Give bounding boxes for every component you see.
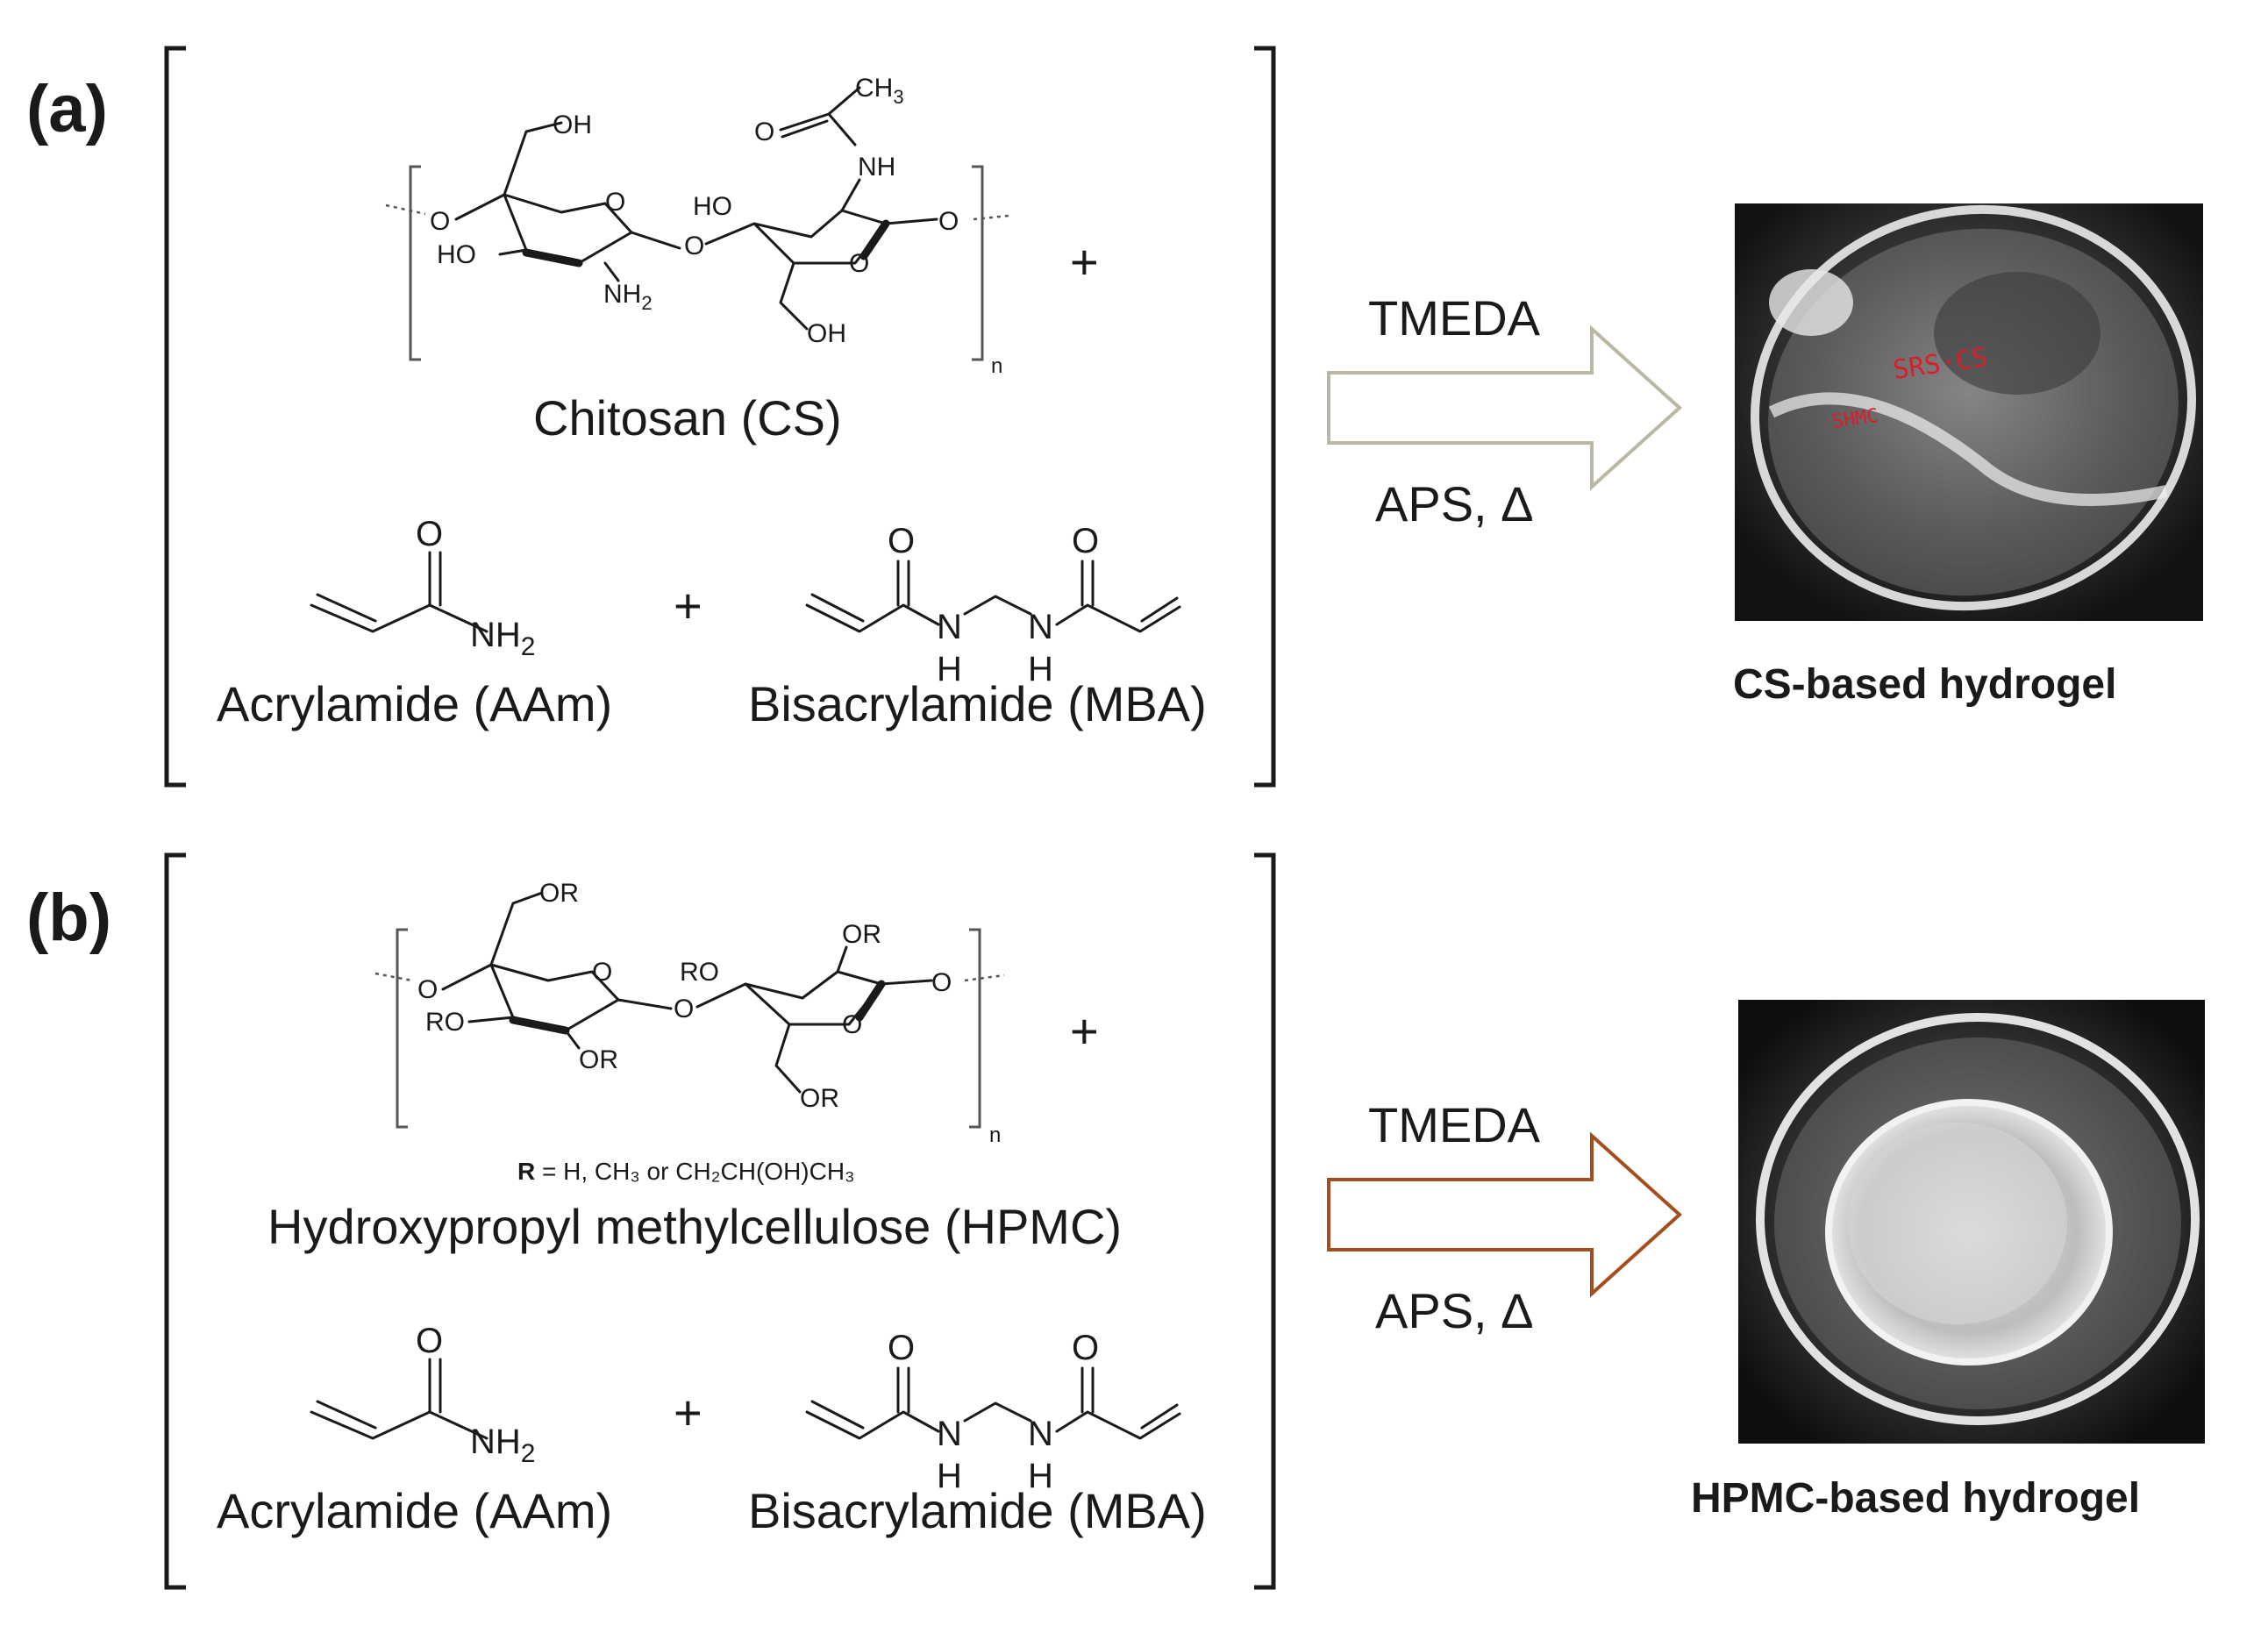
mba-h-left: H — [937, 650, 962, 688]
chitosan-label: Chitosan (CS) — [533, 390, 842, 446]
mba-h-right-b: H — [1028, 1457, 1053, 1495]
hpmc-hydrogel-caption: HPMC-based hydrogel — [1691, 1475, 2140, 1522]
polymer-bracket-right — [972, 165, 984, 361]
dash-left — [385, 203, 426, 216]
reactant-bracket-left-b — [164, 852, 186, 1590]
hpmc-hydrogel-photo — [1738, 1000, 2205, 1444]
o-glycosidic: O — [684, 232, 704, 260]
reaction-arrow-b — [1327, 1131, 1682, 1298]
reactant-bracket-left — [164, 46, 186, 788]
acrylamide-nh2-b: NH2 — [470, 1423, 535, 1468]
ring2-bold-edge-b — [855, 980, 886, 1022]
nh2-left: NH2 — [603, 280, 653, 314]
mba-n-left-b: N — [937, 1415, 962, 1453]
chitosan-structure: n O OH O HO NH2 O HO NH O CH — [385, 74, 1009, 378]
panel-b: (b) n O OR O RO OR O RO OR — [26, 852, 2205, 1590]
mba-h-right: H — [1028, 650, 1053, 688]
panel-a-letter: (a) — [26, 72, 108, 146]
plus-small-a: + — [674, 578, 703, 633]
ro-left: RO — [425, 1008, 465, 1037]
ro-right: RO — [680, 958, 719, 987]
oh-top: OH — [553, 111, 592, 139]
mba-o-right-b: O — [1072, 1329, 1099, 1367]
mba-n-left: N — [937, 608, 962, 646]
plus-main-b: + — [1070, 1003, 1099, 1059]
oh-bottom: OH — [807, 319, 846, 348]
mba-n-right: N — [1028, 608, 1053, 646]
dash-left-b — [374, 972, 413, 982]
reactant-bracket-right-b — [1254, 852, 1276, 1590]
o-link-left: O — [430, 207, 450, 236]
ho-left: HO — [437, 240, 476, 269]
reagent-top-a: TMEDA — [1368, 290, 1541, 346]
o-ring-1: O — [605, 188, 625, 217]
bisacrylamide-structure-b: O N H N H O — [805, 1329, 1181, 1495]
r-definition: R = H, CH₃ or CH₂CH(OH)CH₃ — [517, 1158, 854, 1185]
panel-a: (a) n O OH O HO NH2 O HO — [26, 46, 2203, 788]
acrylamide-nh2: NH2 — [470, 616, 535, 661]
polymer-n-subscript-b: n — [989, 1123, 1001, 1147]
polymer-bracket-right-b — [969, 928, 981, 1129]
o-ring-2-b: O — [842, 1010, 862, 1039]
o-link-right-b: O — [931, 968, 952, 997]
ch3: CH3 — [855, 74, 904, 108]
mba-h-left-b: H — [937, 1457, 962, 1495]
dash-right — [973, 214, 1009, 221]
ho-right: HO — [693, 192, 732, 221]
acrylamide-structure-a: O NH2 — [310, 515, 535, 661]
ring1-bold-edge — [522, 248, 583, 267]
cs-hydrogel-caption: CS-based hydrogel — [1733, 661, 2116, 708]
o-ring-1-b: O — [592, 958, 612, 987]
plus-small-b: + — [674, 1385, 703, 1440]
polymer-bracket-left-b — [396, 928, 408, 1129]
mba-o-left-b: O — [888, 1329, 915, 1367]
or-bottom: OR — [579, 1045, 618, 1074]
reaction-arrow-a — [1327, 324, 1682, 491]
hpmc-structure: n O OR O RO OR O RO OR O O OR — [374, 879, 1005, 1147]
acrylamide-o: O — [416, 515, 443, 553]
reactant-bracket-right — [1254, 46, 1276, 788]
acrylamide-label-a: Acrylamide (AAm) — [217, 676, 612, 731]
ring1-bold-edge-b — [509, 1016, 570, 1035]
reagent-bottom-a: APS, Δ — [1375, 476, 1534, 531]
mba-o-left: O — [888, 522, 915, 560]
mba-o-right: O — [1072, 522, 1099, 560]
acrylamide-label-b: Acrylamide (AAm) — [217, 1483, 612, 1538]
o-link-left-b: O — [417, 975, 438, 1004]
panel-b-letter: (b) — [26, 881, 111, 955]
reagent-bottom-b: APS, Δ — [1375, 1283, 1534, 1338]
o-ring-2: O — [849, 249, 869, 278]
plus-main-a: + — [1070, 234, 1099, 289]
polymer-bracket-left — [409, 165, 421, 361]
dash-right-b — [964, 973, 1005, 982]
o-glycosidic-b: O — [674, 995, 694, 1023]
petri-dish-rim-a — [1751, 204, 2196, 611]
c-eq-o: O — [754, 118, 774, 146]
hpmc-label: Hydroxypropyl methylcellulose (HPMC) — [267, 1199, 1122, 1254]
reagent-top-b: TMEDA — [1368, 1097, 1541, 1152]
acrylamide-structure-b: O NH2 — [310, 1322, 535, 1468]
cs-hydrogel-photo: SRS·CS SHMC — [1735, 203, 2203, 621]
petri-dish-rim-b — [1756, 1013, 2200, 1425]
bisacrylamide-label-a: Bisacrylamide (MBA) — [748, 676, 1207, 731]
or-right: OR — [842, 920, 881, 949]
nh-amide: NH — [858, 153, 895, 182]
acrylamide-o-b: O — [416, 1322, 443, 1360]
mba-n-right-b: N — [1028, 1415, 1053, 1453]
bisacrylamide-structure-a: O N H N H O — [805, 522, 1181, 688]
o-link-right: O — [938, 207, 959, 236]
or-bottom-2: OR — [800, 1084, 839, 1113]
ring2-bold-edge — [859, 219, 890, 260]
bisacrylamide-label-b: Bisacrylamide (MBA) — [748, 1483, 1207, 1538]
polymer-n-subscript: n — [991, 354, 1002, 378]
or-top: OR — [539, 879, 579, 908]
